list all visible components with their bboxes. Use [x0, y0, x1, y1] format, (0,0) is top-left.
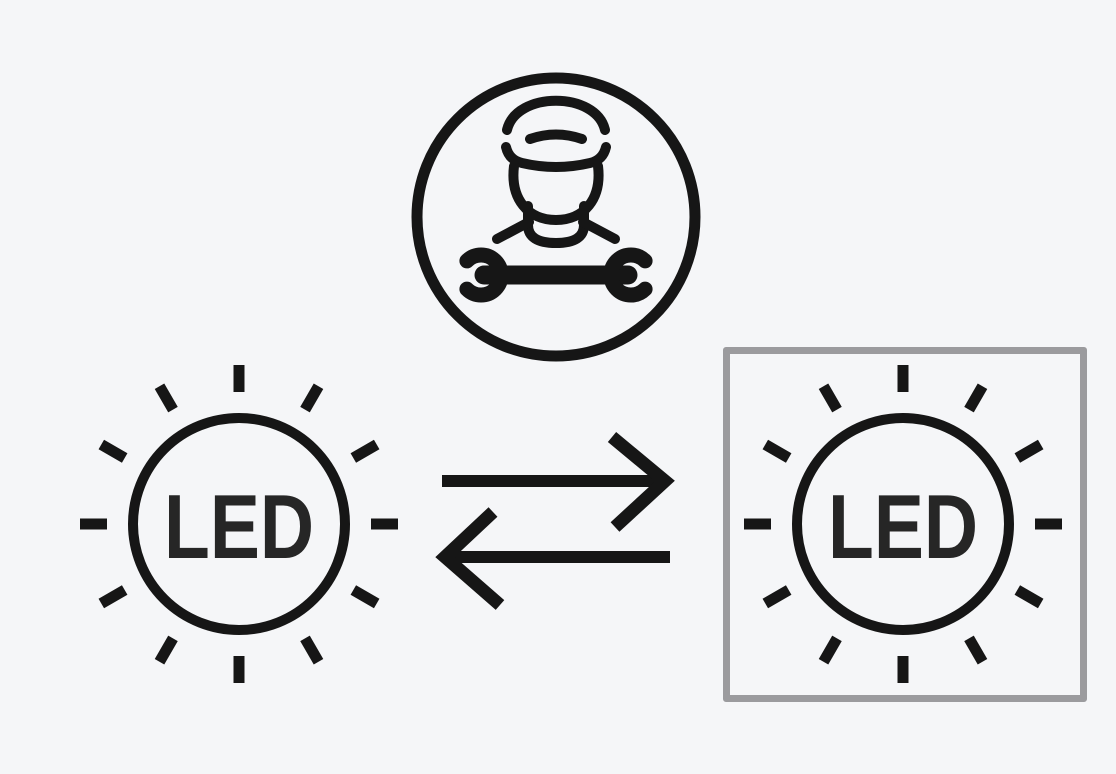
replacement-frame [723, 347, 1087, 702]
led-lamp-left-icon: LED [69, 354, 409, 694]
arrow-left [435, 507, 670, 610]
neck-collar [523, 201, 589, 248]
arrow-right-head [607, 431, 675, 532]
face-outline [508, 161, 604, 225]
arrow-right [442, 431, 675, 532]
wrench-icon [459, 247, 653, 303]
cap-crown [502, 95, 610, 135]
led-lamp-right-icon: LED [733, 354, 1073, 694]
cap-band [525, 129, 587, 144]
technician-head [492, 95, 620, 248]
exchange-arrows-icon [435, 431, 675, 610]
wrench-jaw-right [603, 247, 653, 303]
cap-brim [501, 142, 611, 172]
shoulder-left [492, 217, 534, 244]
wrench-jaw-left [459, 247, 509, 303]
technician-icon [411, 72, 701, 362]
shoulder-right [578, 217, 620, 244]
badge-circle [411, 72, 701, 362]
lamp-label-right: LED [828, 477, 978, 578]
lamp-label-left: LED [164, 477, 314, 578]
arrow-left-head [435, 507, 505, 610]
